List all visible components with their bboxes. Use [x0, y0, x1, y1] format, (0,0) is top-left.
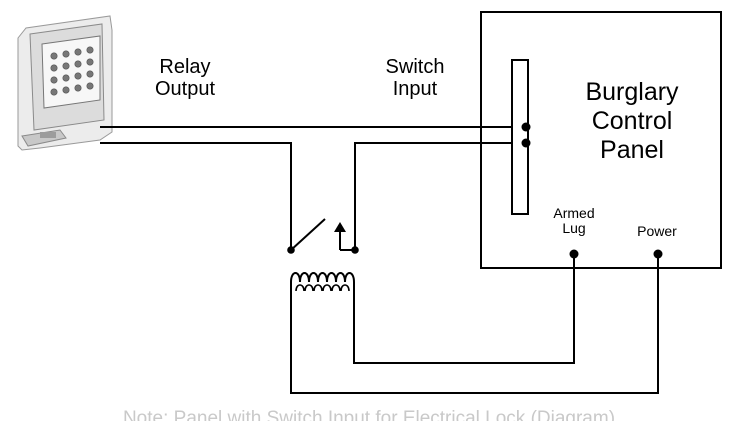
relay-output-line-2: Output	[154, 77, 216, 100]
switch-input-label: Switch Input	[360, 56, 470, 100]
switch-input-line-2: Input	[392, 77, 438, 100]
armed-lug-terminal	[569, 249, 579, 259]
panel-title-line-3: Panel	[600, 135, 664, 164]
panel-box	[480, 11, 722, 269]
keypad-device-icon	[17, 15, 113, 151]
power-wire	[290, 254, 659, 394]
power-label: Power	[637, 223, 677, 239]
armed-lug-line-2: Lug	[562, 220, 586, 237]
terminal-dot-top	[521, 122, 531, 132]
switch-contact-icon	[287, 218, 359, 254]
armed-lug-line-1: Armed	[553, 205, 595, 221]
relay-output-wire-bottom	[100, 142, 292, 250]
relay-output-label: Relay Output	[130, 56, 240, 100]
panel-title: Burglary Control Panel	[552, 78, 712, 164]
relay-output-line-1: Relay	[159, 56, 211, 78]
panel-title-line-2: Control	[591, 106, 673, 135]
switch-input-line-1: Switch	[385, 56, 445, 78]
power-terminal	[653, 249, 663, 259]
footer-note: Note: Panel with Switch Input for Electr…	[122, 408, 616, 421]
coil-icon	[290, 272, 355, 296]
panel-title-line-1: Burglary	[585, 78, 679, 106]
armed-lug-label: Armed Lug	[538, 205, 610, 237]
terminal-strip	[511, 59, 529, 215]
armed-lug-wire	[353, 254, 575, 364]
terminal-dot-bottom	[521, 138, 531, 148]
switch-input-wire	[354, 142, 526, 250]
